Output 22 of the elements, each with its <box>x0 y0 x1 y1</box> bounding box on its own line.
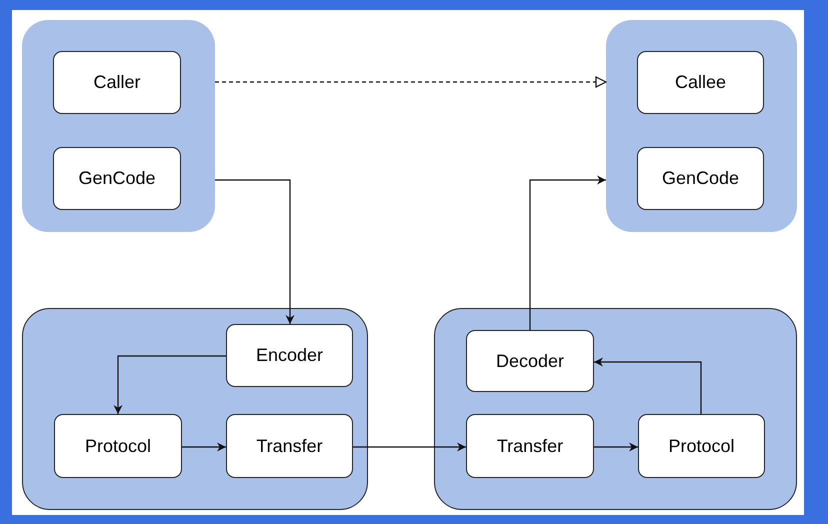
arrow <box>594 358 702 414</box>
group-container <box>606 20 797 232</box>
group-container <box>22 308 368 510</box>
process-box: Encoder <box>226 324 353 387</box>
process-box: GenCode <box>637 147 764 210</box>
group-container <box>434 308 797 510</box>
process-box: GenCode <box>53 147 181 210</box>
process-box: Protocol <box>54 414 182 478</box>
process-box: Protocol <box>638 414 765 478</box>
process-box: Caller <box>53 51 181 114</box>
arrow <box>114 355 226 414</box>
process-box: Callee <box>637 51 764 114</box>
arrow <box>215 76 607 88</box>
process-box: Transfer <box>226 414 353 478</box>
arrow <box>594 442 638 452</box>
group-container <box>22 20 215 232</box>
process-box: Transfer <box>466 414 594 478</box>
process-box: Decoder <box>466 330 594 392</box>
arrow <box>353 442 466 452</box>
arrow <box>182 442 226 452</box>
arrow <box>215 179 294 324</box>
arrow <box>529 176 606 330</box>
